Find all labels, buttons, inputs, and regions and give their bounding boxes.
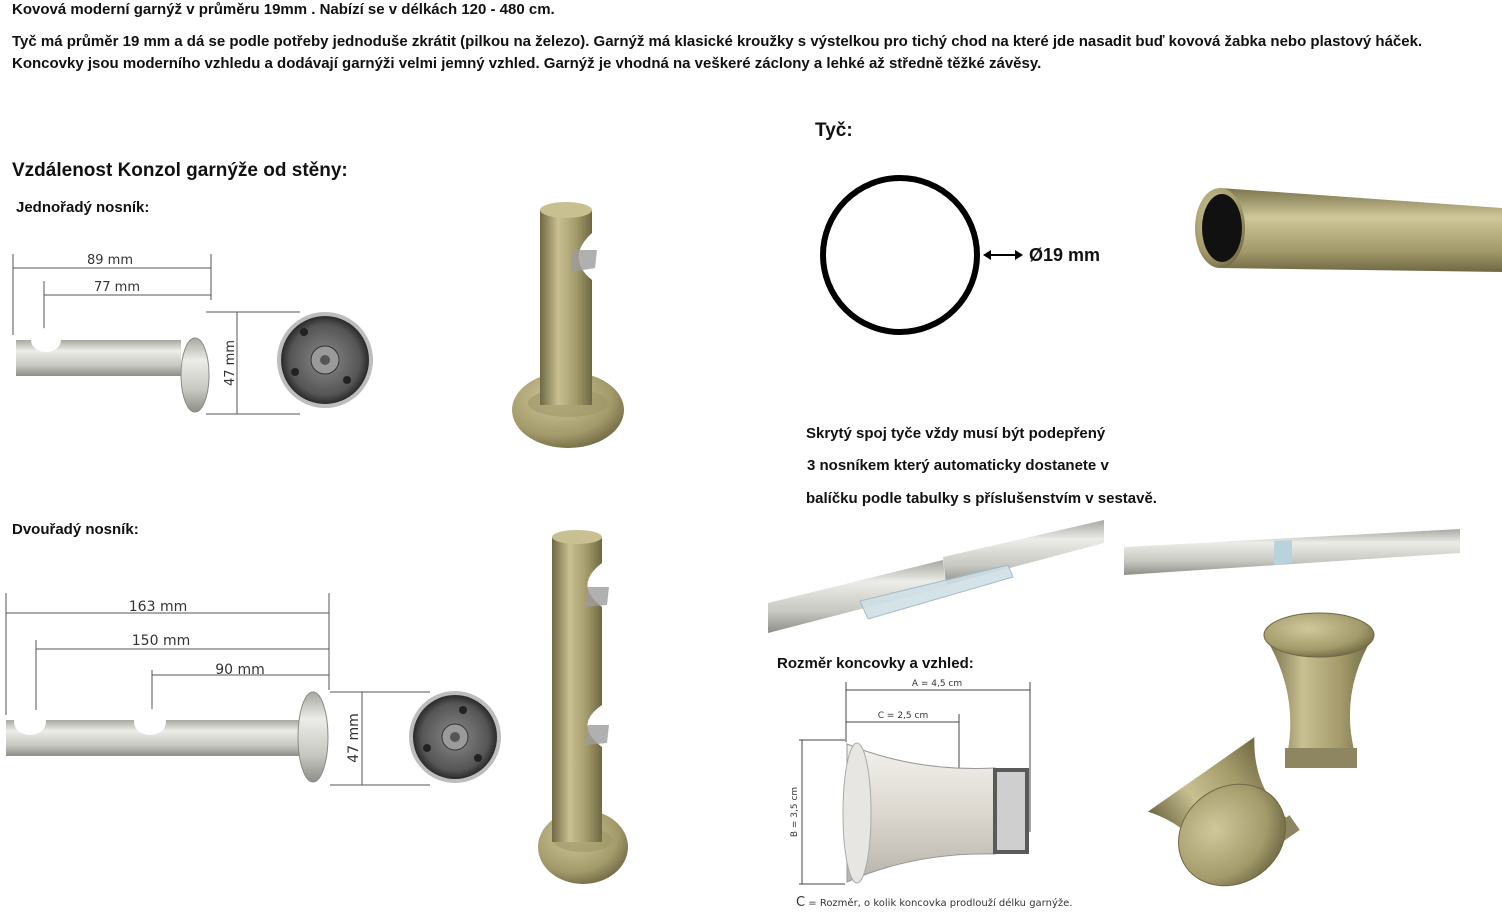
brass-rod-image [1195,188,1502,272]
dim-150: 150 mm [132,633,190,649]
rod-cross-section [820,175,980,335]
intro-line-3: Koncovky jsou moderního vzhledu a dodáva… [12,55,1042,72]
end-cap-caption: C = Rozměr, o kolik koncovka prodlouží d… [796,895,1072,910]
caption-letter: C [796,895,806,910]
double-bracket-label: Dvouřadý nosník: [12,521,139,538]
dim-89: 89 mm [87,253,133,268]
joint-note-line-2: 3 nosníkem který automaticky dostanete v [807,457,1109,474]
dim-b: B = 3,5 cm [790,787,800,837]
double-bracket-side-drawing: 163 mm 150 mm 90 mm 47 mm [5,593,430,786]
dim-163: 163 mm [129,599,187,615]
single-wall-plate-image [277,312,373,408]
rod-diameter-label: Ø19 mm [1029,245,1100,265]
single-bracket-label: Jednořadý nosník: [16,199,150,216]
rod-joint-closed-image [1124,529,1460,575]
rod-joint-open-image [768,520,1104,633]
rod-heading: Tyč: [815,120,853,141]
dim-90: 90 mm [215,662,265,678]
dim-c: C = 2,5 cm [878,711,928,721]
intro-line-2: Tyč má průměr 19 mm a dá se podle potřeb… [12,33,1423,50]
dim-47-double: 47 mm [346,713,362,763]
bracket-distance-heading: Vzdálenost Konzol garnýže od stěny: [12,160,348,181]
dim-47-single: 47 mm [223,340,238,386]
brass-end-caps-image [1147,612,1375,887]
end-cap-heading: Rozměr koncovky a vzhled: [777,655,974,672]
rod-diameter-diagram: Ø19 mm [820,175,1100,335]
double-wall-plate-image [409,691,501,783]
intro-line-1: Kovová moderní garnýž v průměru 19mm . N… [12,1,555,18]
joint-note-line-3: balíčku podle tabulky s příslušenstvím v… [806,490,1157,507]
dim-a: A = 4,5 cm [912,679,962,689]
single-bracket-brass-image [512,202,624,448]
double-bracket-brass-image [538,530,628,884]
dim-77: 77 mm [94,280,140,295]
single-bracket-side-drawing: 89 mm 77 mm 47 mm [12,253,300,415]
end-cap-dimension-drawing: A = 4,5 cm C = 2,5 cm B = 3,5 cm [790,679,1031,885]
joint-note-line-1: Skrytý spoj tyče vždy musí být podepřený [806,425,1106,442]
caption-text: = Rozměr, o kolik koncovka prodlouží dél… [805,898,1073,909]
